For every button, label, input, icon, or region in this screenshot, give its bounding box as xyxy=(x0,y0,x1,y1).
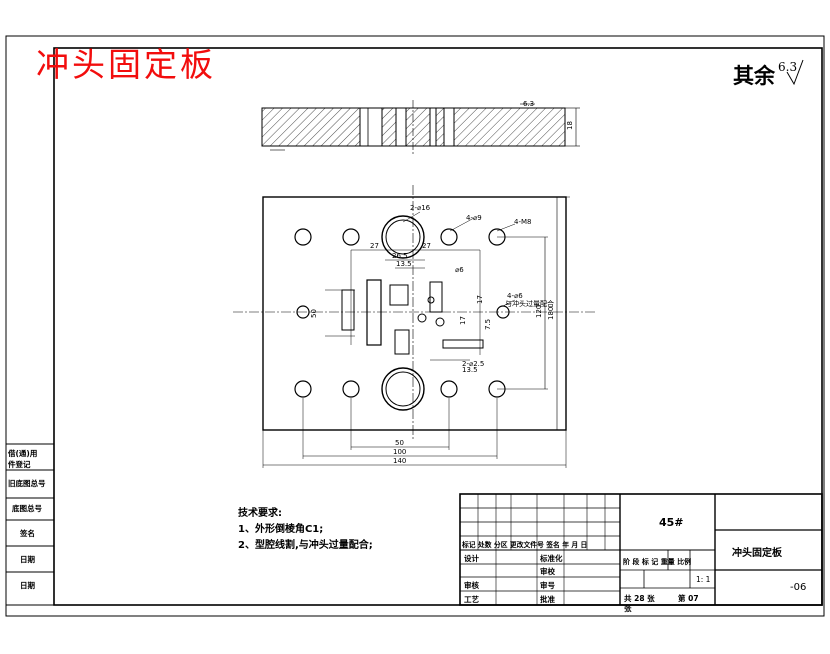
drawing-title-red: 冲头固定板 xyxy=(36,45,216,84)
dim-17b: 17 xyxy=(459,316,467,325)
tb-part-name: 冲头固定板 xyxy=(732,548,782,559)
title-block xyxy=(459,493,823,606)
tb-sheet-suffix: 张 xyxy=(624,604,632,613)
section-view xyxy=(261,100,580,155)
side-used-on-2: 件登记 xyxy=(8,460,31,469)
tb-row-headers: 标记 处数 分区 更改文件号 签名 年 月 日 xyxy=(462,541,588,549)
dim-note-fit: 与冲头过量配合 xyxy=(505,299,554,308)
inner-frame xyxy=(53,47,823,606)
roughness-value: 6.3 xyxy=(778,60,798,74)
requirement-1: 1、外形倒棱角C1; xyxy=(238,524,324,535)
tb-approval: 审号 xyxy=(540,581,555,590)
tb-design: 设计 xyxy=(464,554,479,563)
tb-stage-header: 阶 段 标 记 重量 比例 xyxy=(623,558,692,566)
dim-d6: ⌀6 xyxy=(455,266,464,274)
plan-view xyxy=(233,185,595,468)
dim-120: 120 xyxy=(535,305,543,318)
tb-sheets: 共 28 张 xyxy=(624,594,655,603)
tb-review: 审核 xyxy=(464,581,479,590)
tb-sheet-no: 第 07 xyxy=(678,594,699,603)
roughness-label: 其余 xyxy=(733,63,775,88)
dim-holes-6: 4-⌀6 xyxy=(507,292,523,300)
dim-180: 180 xyxy=(547,307,555,320)
dim-50-vertical: 50 xyxy=(310,309,318,318)
tb-scale: 1: 1 xyxy=(696,575,711,584)
dim-7-5: 7.5 xyxy=(484,319,492,330)
roughness-symbol xyxy=(786,59,804,86)
dim-100: 100 xyxy=(393,448,406,456)
dim-holes-m8: 4-M8 xyxy=(514,218,531,226)
requirements-heading: 技术要求: xyxy=(238,508,282,519)
tb-material: 45# xyxy=(659,516,684,529)
side-block xyxy=(5,443,55,606)
dim-50: 50 xyxy=(395,439,404,447)
tb-approve: 批准 xyxy=(540,595,555,604)
requirement-2: 2、型腔线割,与冲头过量配合; xyxy=(238,540,373,551)
side-base-no: 底图总号 xyxy=(12,504,42,513)
side-used-on: 借(通)用 xyxy=(8,449,38,458)
dim-6-3: 6.3 xyxy=(523,100,534,108)
dim-13-5a: 13.5 xyxy=(396,260,412,268)
dim-18: 18 xyxy=(566,121,574,130)
dim-26-5: 26.5 xyxy=(392,252,408,260)
side-old-base: 旧底图总号 xyxy=(8,479,46,488)
dim-27b: 27 xyxy=(422,242,431,250)
side-sign: 签名 xyxy=(20,529,35,538)
side-date-2: 日期 xyxy=(20,581,35,590)
tb-drawing-no: -06 xyxy=(790,582,807,593)
tb-process: 工艺 xyxy=(464,595,479,604)
outer-border xyxy=(5,35,825,617)
dim-17a: 17 xyxy=(476,295,484,304)
side-date-1: 日期 xyxy=(20,555,35,564)
dim-holes-9: 4-⌀9 xyxy=(466,214,482,222)
dim-holes-big: 2-⌀16 xyxy=(410,204,431,212)
dim-2-d2-5: 2-⌀2.5 xyxy=(462,360,484,368)
tb-standardize: 标准化 xyxy=(540,554,563,563)
dim-140: 140 xyxy=(393,457,406,465)
dim-13-5b: 13.5 xyxy=(462,366,478,374)
dim-27a: 27 xyxy=(370,242,379,250)
tb-check: 审校 xyxy=(540,567,555,576)
